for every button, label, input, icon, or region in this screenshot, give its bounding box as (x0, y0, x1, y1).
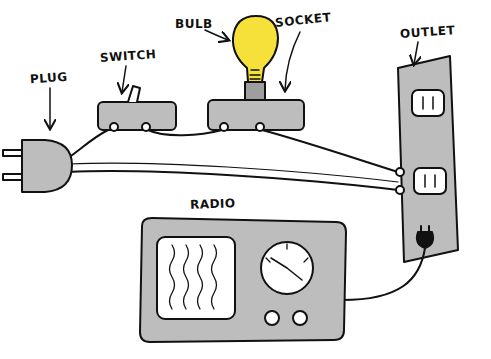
terminal (110, 123, 118, 131)
plug-body (22, 140, 72, 192)
radio-knob (293, 311, 307, 325)
receptacle (414, 168, 446, 194)
outlet-plate (398, 56, 458, 262)
terminal (220, 123, 228, 131)
plug-prong (3, 174, 22, 180)
light-bulb (233, 16, 278, 82)
outlet-label: OUTLET (400, 24, 456, 40)
receptacle (412, 90, 444, 116)
leader-arrow (285, 32, 300, 90)
wire (68, 130, 108, 158)
leader-arrow (414, 42, 418, 64)
terminal (256, 123, 264, 131)
terminal (142, 123, 150, 131)
radio-label: RADIO (190, 197, 236, 211)
switch-box (98, 102, 176, 130)
radio-knob (265, 311, 279, 325)
radio-screen (157, 237, 235, 319)
radio-cord (342, 248, 425, 300)
switch-label: SWITCH (100, 48, 157, 64)
bulb-label: BULB (175, 18, 213, 30)
socket-base (245, 82, 265, 100)
socket-box (208, 100, 304, 130)
plug-label: PLUG (30, 71, 68, 86)
wire (262, 130, 398, 172)
plug-prong (3, 150, 22, 156)
switch-toggle (128, 86, 140, 102)
leader-arrow (205, 30, 228, 40)
socket-label: SOCKET (275, 11, 332, 29)
leader-arrow (49, 88, 51, 128)
wire (68, 171, 398, 190)
leader-arrow (122, 66, 126, 92)
wire-edge (70, 163, 398, 182)
radio-dial (261, 242, 313, 294)
radio-body (140, 218, 346, 342)
radio-plug (417, 232, 433, 248)
